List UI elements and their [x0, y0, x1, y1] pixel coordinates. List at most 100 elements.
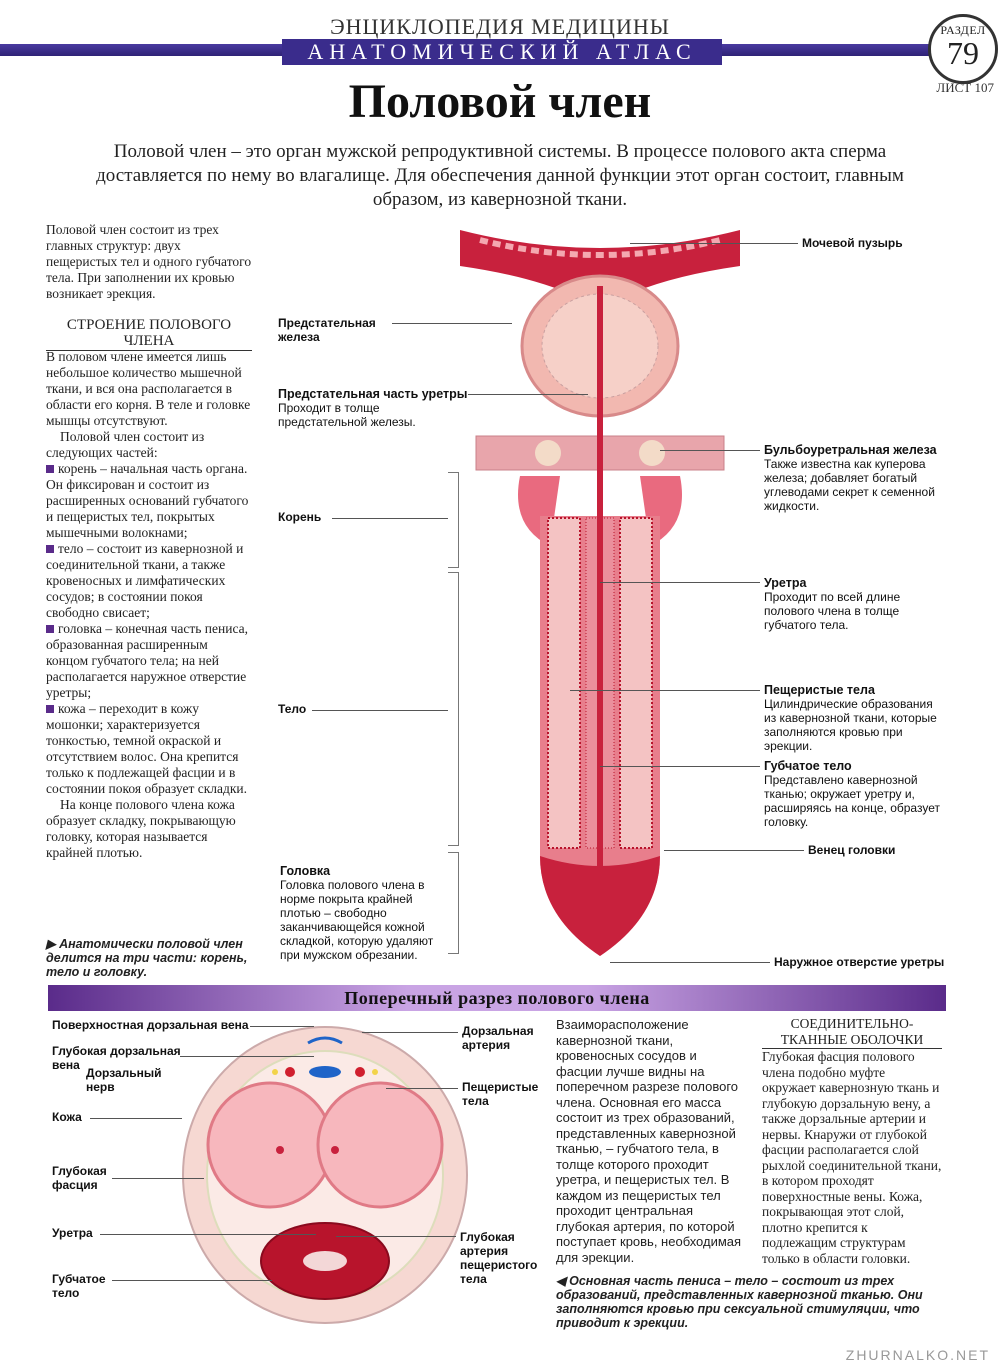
label-skin: Кожа — [52, 1110, 82, 1124]
leader-line — [250, 1026, 314, 1027]
label-root: Корень — [278, 510, 322, 524]
cavernous-body-right — [619, 517, 653, 849]
leader-line — [660, 450, 760, 451]
section-number: 79 — [947, 35, 979, 71]
leader-line — [336, 1236, 456, 1237]
left-caption-text: Анатомически половой член делится на три… — [46, 937, 248, 979]
cross-section-diagram — [182, 1026, 468, 1324]
longitudinal-diagram — [460, 230, 740, 956]
atlas-title: АНАТОМИЧЕСКИЙ АТЛАС — [282, 39, 722, 65]
label-cavernous: Пещеристые тела Цилиндрические образован… — [764, 683, 944, 753]
label-spongy: Губчатое тело Представлено кавернозной т… — [764, 759, 944, 829]
deep-dorsal-vein — [309, 1066, 341, 1078]
left-p1: В половом члене имеется лишь небольшое к… — [46, 349, 251, 428]
label-fascia: Глубокая фасция — [52, 1164, 107, 1192]
label-bulbourethral: Бульбоуретральная железа Также известна … — [764, 443, 944, 513]
label-cavernous-cross: Пещеристые тела — [462, 1080, 539, 1108]
label-desc: Цилиндрические образования из кавернозно… — [764, 697, 937, 753]
right-text: Глубокая фасция полового члена подобно м… — [762, 1049, 942, 1266]
leader-line — [112, 1280, 272, 1281]
label-title: Головка — [280, 864, 331, 878]
label-desc: Также известна как куперова железа; доба… — [764, 457, 935, 513]
label-desc: Проходит в толще предстательной железы. — [278, 401, 416, 429]
bullet-text: кожа – переходит в кожу мошонки; характе… — [46, 701, 248, 796]
left-intro: Половой член состоит из трех главных стр… — [46, 222, 252, 301]
left-bullet-3: головка – конечная часть пениса, образов… — [46, 621, 252, 701]
leader-line — [362, 1032, 458, 1033]
leader-line — [90, 1118, 182, 1119]
label-deep-vein: Глубокая дорзальная вена — [52, 1044, 181, 1072]
leader-line — [570, 690, 760, 691]
head-bracket — [448, 852, 459, 954]
cross-section-band — [48, 985, 946, 1011]
mid-text: Взаиморасположение кавернозной ткани, кр… — [556, 1017, 742, 1265]
bullet-icon — [46, 545, 54, 553]
label-meatus: Наружное отверстие уретры — [774, 955, 945, 969]
leader-line — [180, 1056, 314, 1057]
leader-line — [600, 582, 760, 583]
arrow-left-icon: ◀ — [556, 1274, 570, 1288]
sheet-number: ЛИСТ 107 — [936, 80, 994, 95]
page-title: Половой член — [348, 75, 652, 128]
leader-line — [630, 243, 798, 244]
leader-line — [332, 518, 448, 519]
label-urethra-cross: Уретра — [52, 1226, 93, 1240]
label-title: Бульбоуретральная железа — [764, 443, 937, 457]
bullet-icon — [46, 705, 54, 713]
leader-line — [386, 1088, 458, 1089]
label-desc: Представлено кавернозной тканью; окружае… — [764, 773, 940, 829]
label-dorsal-nerve: Дорзальный нерв — [86, 1066, 162, 1094]
structure-heading: СТРОЕНИЕ ПОЛОВОГО ЧЛЕНА — [46, 317, 252, 351]
bladder-shape — [460, 230, 740, 296]
bulbourethral-gland — [639, 440, 665, 466]
bullet-icon — [46, 465, 54, 473]
label-prostate: Предстательная железа — [278, 316, 376, 344]
label-corona: Венец головки — [808, 843, 896, 857]
label-deep-artery: Глубокая артерия пещеристого тела — [460, 1230, 538, 1286]
label-title: Пещеристые тела — [764, 683, 875, 697]
watermark: ZHURNALKO.NET — [845, 1347, 990, 1363]
root-bracket — [448, 472, 459, 568]
label-dorsal-artery: Дорзальная артерия — [462, 1024, 534, 1052]
leader-line — [312, 710, 448, 711]
label-spongy-cross: Губчатое тело — [52, 1272, 106, 1300]
intro-paragraph: Половой член – это орган мужской репроду… — [96, 141, 904, 210]
bullet-text: корень – начальная часть органа. Он фикс… — [46, 461, 249, 540]
right-heading: СОЕДИНИТЕЛЬНО-ТКАННЫЕ ОБОЛОЧКИ — [762, 1016, 942, 1049]
arrow-right-icon: ▶ — [46, 937, 60, 951]
cavernous-body-left — [547, 517, 581, 849]
left-body: В половом члене имеется лишь небольшое к… — [46, 349, 252, 861]
label-desc: Головка полового члена в норме покрыта к… — [280, 878, 434, 962]
left-p2: Половой член состоит из следующих частей… — [46, 429, 205, 460]
label-superficial-vein: Поверхностная дорзальная вена — [52, 1018, 249, 1032]
left-caption: ▶ Анатомически половой член делится на т… — [46, 937, 256, 979]
left-bullet-1: корень – начальная часть органа. Он фикс… — [46, 461, 252, 541]
bottom-caption: ◀ Основная часть пениса – тело – состоит… — [556, 1274, 942, 1330]
label-head: Головка Головка полового члена в норме п… — [280, 864, 440, 962]
label-title: Уретра — [764, 576, 807, 590]
left-p3: На конце полового члена кожа образует ск… — [46, 797, 236, 860]
leader-line — [112, 1178, 204, 1179]
leader-line — [100, 1234, 316, 1235]
superficial-dorsal-vein — [307, 1036, 343, 1045]
body-bracket — [448, 572, 459, 846]
leader-line — [468, 394, 588, 395]
bullet-icon — [46, 625, 54, 633]
leader-line — [610, 962, 770, 963]
bulbourethral-gland — [535, 440, 561, 466]
urethra-cross — [303, 1251, 347, 1271]
section-label: РАЗДЕЛ — [940, 23, 986, 37]
bullet-text: головка – конечная часть пениса, образов… — [46, 621, 248, 700]
leader-line — [600, 766, 760, 767]
bullet-text: тело – состоит из кавернозной и соединит… — [46, 541, 244, 620]
label-body: Тело — [278, 702, 307, 716]
bottom-caption-text: Основная часть пениса – тело – состоит и… — [556, 1274, 923, 1330]
leader-line — [392, 323, 512, 324]
label-title: Губчатое тело — [764, 759, 852, 773]
cavernous-left — [206, 1081, 334, 1209]
label-urethra: Уретра Проходит по всей длине полового ч… — [764, 576, 944, 632]
label-urethra-prostatic: Предстательная часть уретры Проходит в т… — [278, 387, 468, 429]
label-title: Предстательная часть уретры — [278, 387, 468, 401]
cross-section-title: Поперечный разрез полового члена — [344, 988, 650, 1008]
leader-line — [664, 850, 804, 851]
